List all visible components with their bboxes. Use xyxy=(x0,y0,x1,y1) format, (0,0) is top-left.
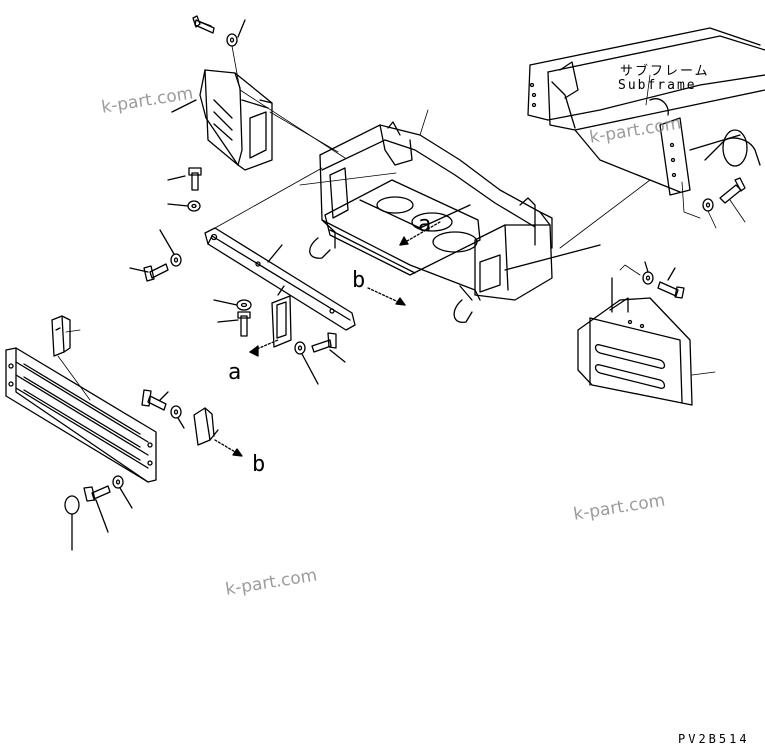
grille-washer-1 xyxy=(170,405,185,429)
right-washer-lower xyxy=(642,261,654,285)
right-bolt-upper xyxy=(719,177,746,204)
arrow-a-frame xyxy=(399,221,441,246)
cap-nut xyxy=(64,495,80,551)
left-washer-2 xyxy=(159,229,182,267)
center-bolt xyxy=(217,311,251,337)
callout-b-grille: b xyxy=(252,452,266,477)
left-washer-1 xyxy=(167,200,201,212)
center-washer xyxy=(213,299,252,311)
right-cover xyxy=(577,277,693,406)
arrow-b-grille xyxy=(214,439,243,457)
left-bolt-2 xyxy=(129,263,169,282)
center-bolt-2 xyxy=(311,332,346,363)
main-frame xyxy=(309,121,601,323)
front-grille xyxy=(5,347,157,483)
right-bolt-lower xyxy=(657,267,685,299)
grille-bolt-2 xyxy=(83,485,111,533)
callout-b-center: b xyxy=(352,268,366,293)
grille-bracket-left xyxy=(51,315,71,357)
grille-bolt-1 xyxy=(141,389,169,411)
drawing-code: PV2B514 xyxy=(678,732,750,746)
center-washer-2 xyxy=(294,341,319,385)
long-bar xyxy=(204,227,356,331)
top-washer xyxy=(226,19,246,47)
subframe xyxy=(527,27,765,196)
center-nut-arrow xyxy=(249,339,279,357)
subframe-label-jp: サブフレーム xyxy=(620,64,710,79)
right-washer-upper xyxy=(702,198,714,212)
top-bolt xyxy=(192,15,215,34)
grille-bracket-right xyxy=(193,407,219,446)
left-bolt-1 xyxy=(167,167,202,191)
grille-washer-2 xyxy=(112,475,133,509)
subframe-label-en: Subframe xyxy=(618,78,697,93)
arrow-b-center xyxy=(367,287,406,306)
center-bracket xyxy=(271,285,292,348)
callout-a-center: a xyxy=(228,360,242,385)
callout-a-frame: a xyxy=(418,212,432,237)
top-cover xyxy=(171,69,273,171)
